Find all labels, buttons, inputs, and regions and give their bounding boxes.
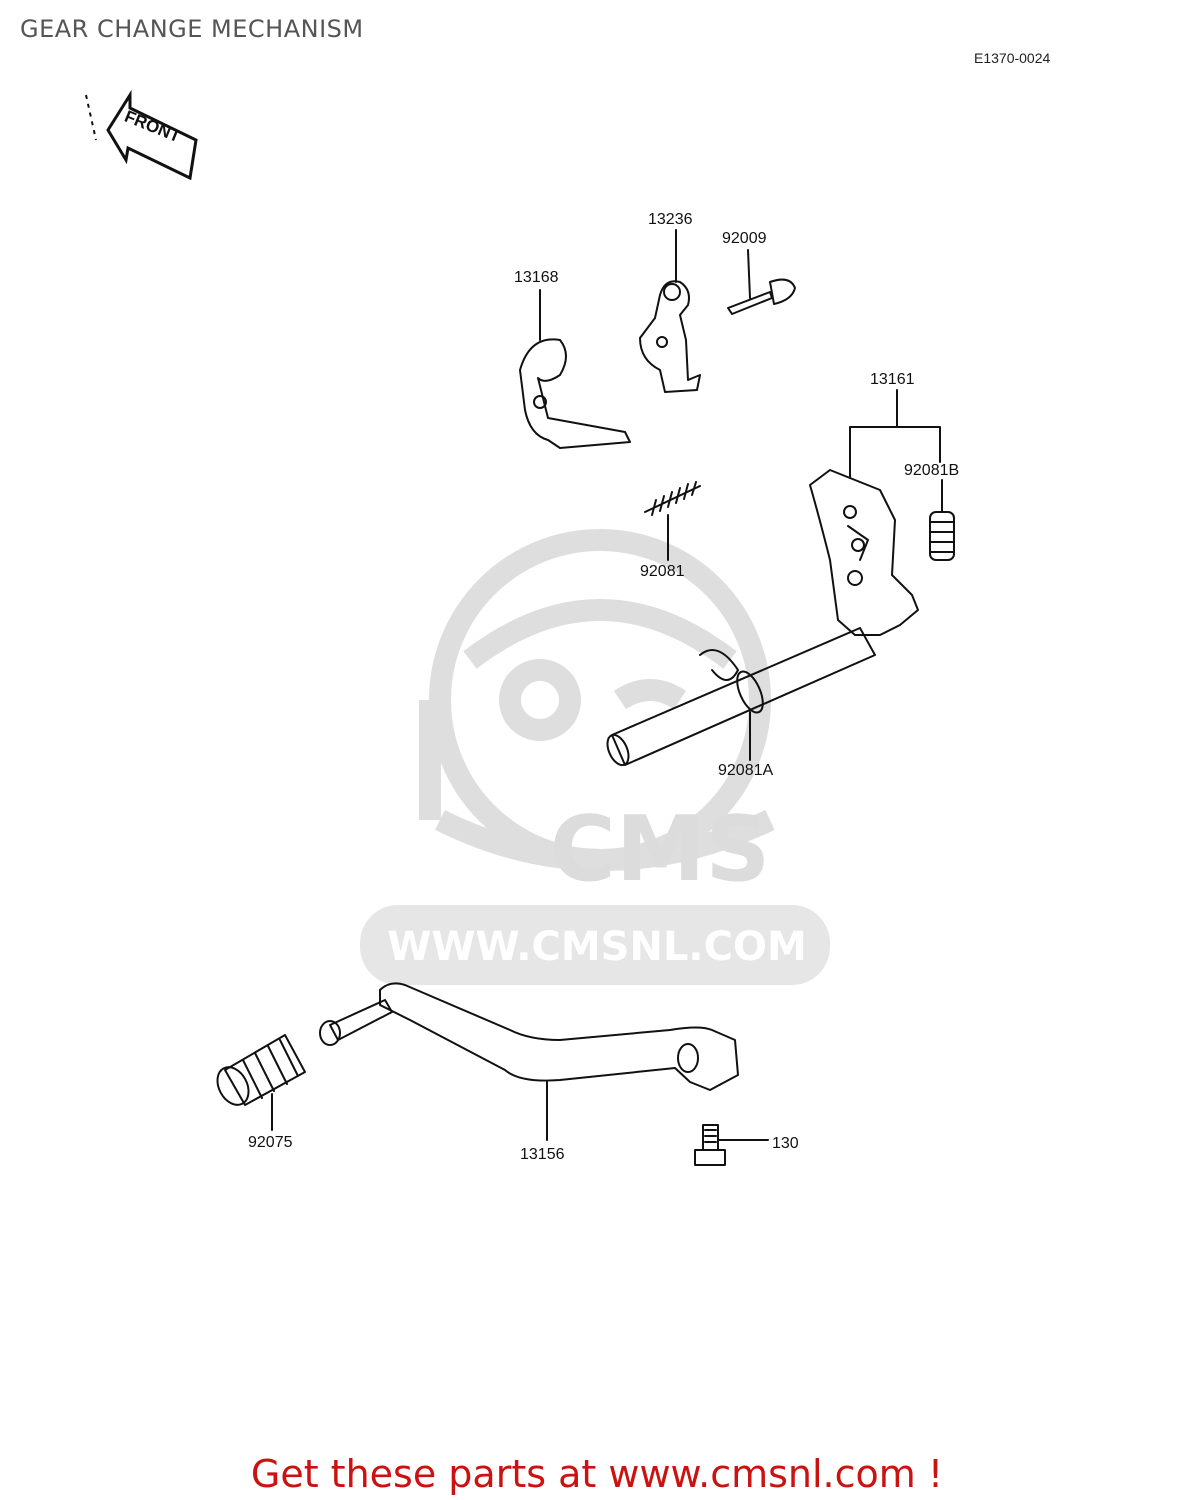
watermark-chin: [435, 810, 775, 871]
part-92081b-spring: [929, 479, 955, 561]
part-130-bolt: [694, 1124, 769, 1166]
part-label-92009: 92009: [722, 230, 767, 247]
part-label-13161: 13161: [870, 371, 915, 388]
cmsnl-watermark: CMS WWW.CMSNL.COM: [360, 529, 830, 985]
part-13156-shift-pedal: [319, 982, 739, 1141]
watermark-logo-text: CMS: [550, 797, 770, 902]
buy-parts-link[interactable]: Get these parts at www.cmsnl.com !: [250, 1452, 944, 1496]
part-label-92081b: 92081B: [904, 462, 959, 479]
part-92009-screw: [727, 249, 796, 315]
part-label-13168: 13168: [514, 269, 559, 286]
part-label-13236: 13236: [648, 211, 693, 228]
part-label-13156: 13156: [520, 1146, 565, 1163]
part-13236-guide: [639, 229, 701, 393]
diagram-code: E1370-0024: [974, 50, 1051, 66]
page-title: GEAR CHANGE MECHANISM: [20, 15, 364, 43]
part-13168-bracket: [519, 289, 631, 449]
watermark-eye-right: [613, 679, 687, 710]
part-label-92075: 92075: [248, 1134, 293, 1151]
watermark-eye-left: [499, 659, 581, 741]
part-92081-spring: [644, 481, 701, 561]
front-arrow-dash: [85, 94, 97, 141]
front-arrow-shape: [106, 89, 198, 181]
watermark-url-text: WWW.CMSNL.COM: [387, 924, 807, 970]
front-direction-arrow: FRONT: [85, 89, 198, 181]
part-13161-shift-shaft: [606, 389, 941, 767]
part-label-92081: 92081: [640, 563, 685, 580]
part-label-130: 130: [772, 1135, 799, 1152]
watermark-goggle-band: [463, 599, 737, 669]
watermark-url-band: [360, 905, 830, 985]
part-label-92081a: 92081A: [718, 762, 773, 779]
part-92075-pedal-rubber: [216, 1034, 306, 1131]
